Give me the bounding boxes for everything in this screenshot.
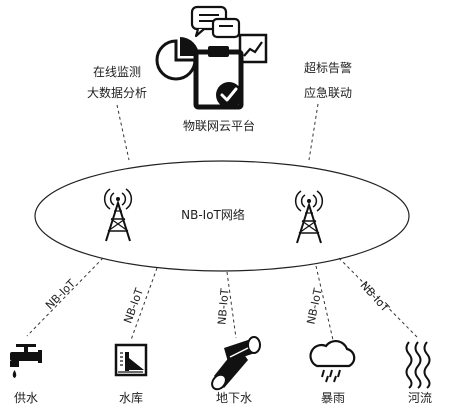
network-ellipse (34, 160, 410, 272)
endpoint-label-water-supply: 供水 (14, 391, 38, 405)
network-label: NB-IoT网络 (181, 207, 245, 222)
endpoint-label-rainstorm: 暴雨 (321, 391, 345, 405)
platform-title: 物联网云平台 (183, 118, 255, 133)
cell-tower-icon (103, 188, 133, 242)
pie-chart-icon (155, 37, 199, 81)
link-label-reservoir: NB-IoT (121, 286, 146, 325)
cell-tower-icon (294, 190, 324, 244)
downlink-reservoir (130, 267, 158, 341)
right-note-line1: 超标告警 (304, 60, 352, 75)
reservoir-gauge-icon (114, 343, 148, 377)
river-waves-icon (405, 341, 431, 389)
downlink-rainstorm (315, 265, 334, 341)
endpoint-label-groundwater: 地下水 (216, 391, 252, 405)
downlink-river (338, 257, 419, 339)
link-label-water-supply: NB-IoT (43, 277, 78, 312)
uplink-right (308, 103, 319, 161)
chat-bubbles-icon (190, 5, 241, 39)
link-label-rainstorm: NB-IoT (304, 287, 324, 326)
clipboard-icon (193, 46, 244, 110)
line-chart-icon (238, 33, 268, 64)
rain-cloud-icon (309, 339, 356, 383)
endpoint-label-reservoir: 水库 (119, 390, 143, 405)
link-label-groundwater: NB-IoT (215, 288, 231, 326)
endpoint-label-river: 河流 (408, 391, 432, 405)
left-note-line1: 在线监测 (93, 65, 141, 79)
uplink-left (116, 104, 130, 161)
water-tap-icon (10, 344, 42, 378)
link-label-river: NB-IoT (358, 279, 392, 315)
cloud-platform-icon (155, 5, 268, 110)
right-note-line2: 应急联动 (304, 85, 352, 100)
pipe-icon (211, 336, 261, 391)
downlink-water-supply (26, 257, 104, 337)
downlink-groundwater (226, 271, 237, 339)
left-note-line2: 大数据分析 (87, 85, 147, 100)
